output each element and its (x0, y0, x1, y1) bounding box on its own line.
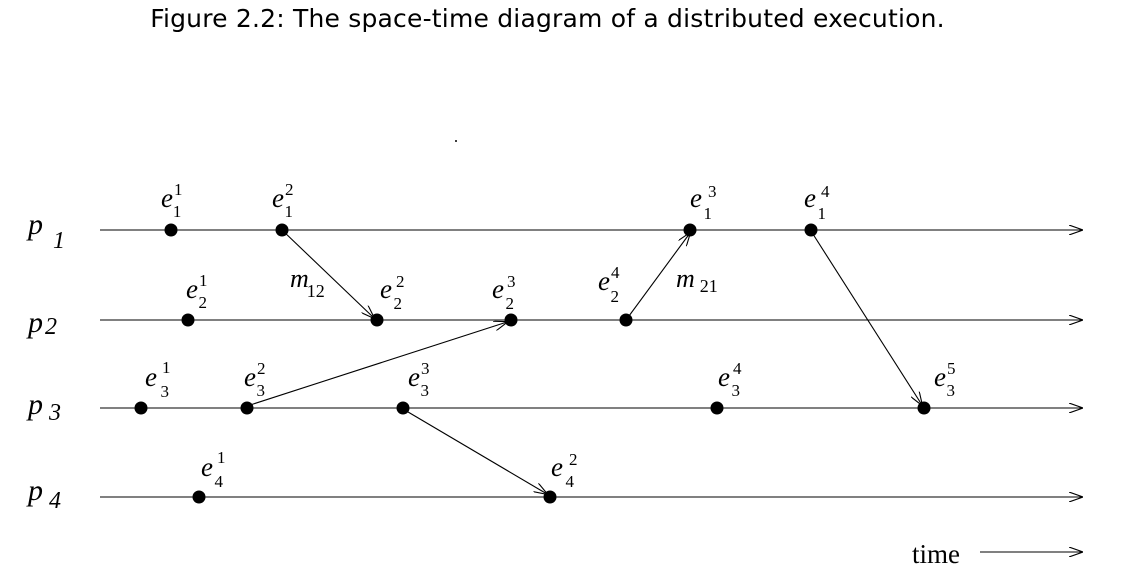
message-m21 (625, 233, 690, 321)
message-p3e3-to-p4e2 (402, 408, 547, 494)
event-dot-p1-e1 (164, 223, 178, 237)
event-dot-p3-e4 (710, 401, 724, 415)
event-dot-p2-e1 (181, 313, 195, 327)
event-dot-p3-e3 (396, 401, 410, 415)
message-p3e2-to-p2e3 (246, 322, 507, 407)
message-p1e4-to-p3e5 (810, 230, 922, 405)
event-dot-p3-e2 (240, 401, 254, 415)
event-dot-p2-e4 (619, 313, 633, 327)
event-dot-p1-e3 (683, 223, 697, 237)
event-dot-p3-e1 (134, 401, 148, 415)
event-dot-p1-e2 (275, 223, 289, 237)
event-dot-p2-e2 (370, 313, 384, 327)
figure-caption: Figure 2.2: The space-time diagram of a … (150, 4, 945, 33)
event-dot-p3-e5 (917, 401, 931, 415)
time-axis-label: time (912, 539, 960, 569)
event-dot-p1-e4 (804, 223, 818, 237)
event-dots (134, 223, 931, 504)
event-dot-p2-e3 (504, 313, 518, 327)
event-dot-p4-e2 (543, 490, 557, 504)
stray-mark (455, 140, 457, 142)
process-label-p2: p2 (26, 306, 57, 340)
event-dot-p4-e1 (192, 490, 206, 504)
message-label-m12: m12 (290, 264, 325, 301)
message-m12 (281, 229, 374, 318)
messages (246, 229, 922, 494)
